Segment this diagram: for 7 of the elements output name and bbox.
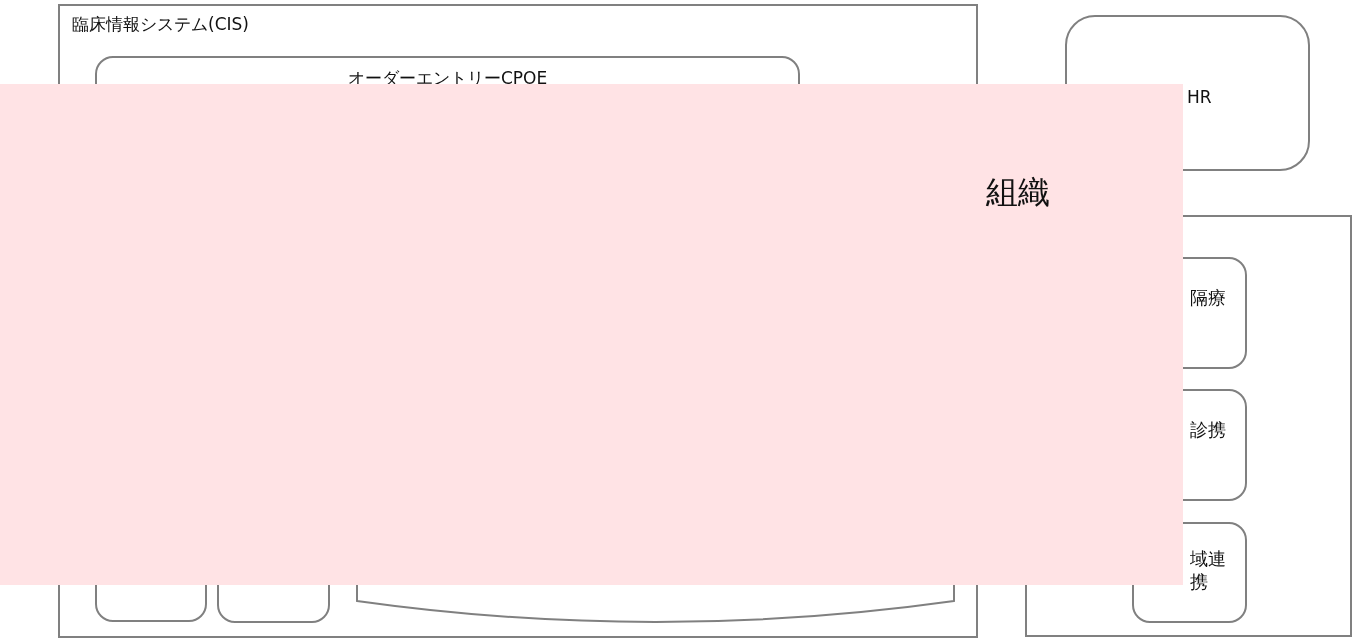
overlay-panel <box>0 84 1183 585</box>
box-label: 隔療 <box>1190 287 1227 310</box>
box-label: 診携 <box>1190 419 1227 442</box>
box-label: 域連携 <box>1190 548 1227 593</box>
overlay-label: 組織 <box>986 172 1050 212</box>
box-label: HR <box>1187 87 1212 109</box>
box-label: 臨床情報システム(CIS) <box>72 14 249 36</box>
